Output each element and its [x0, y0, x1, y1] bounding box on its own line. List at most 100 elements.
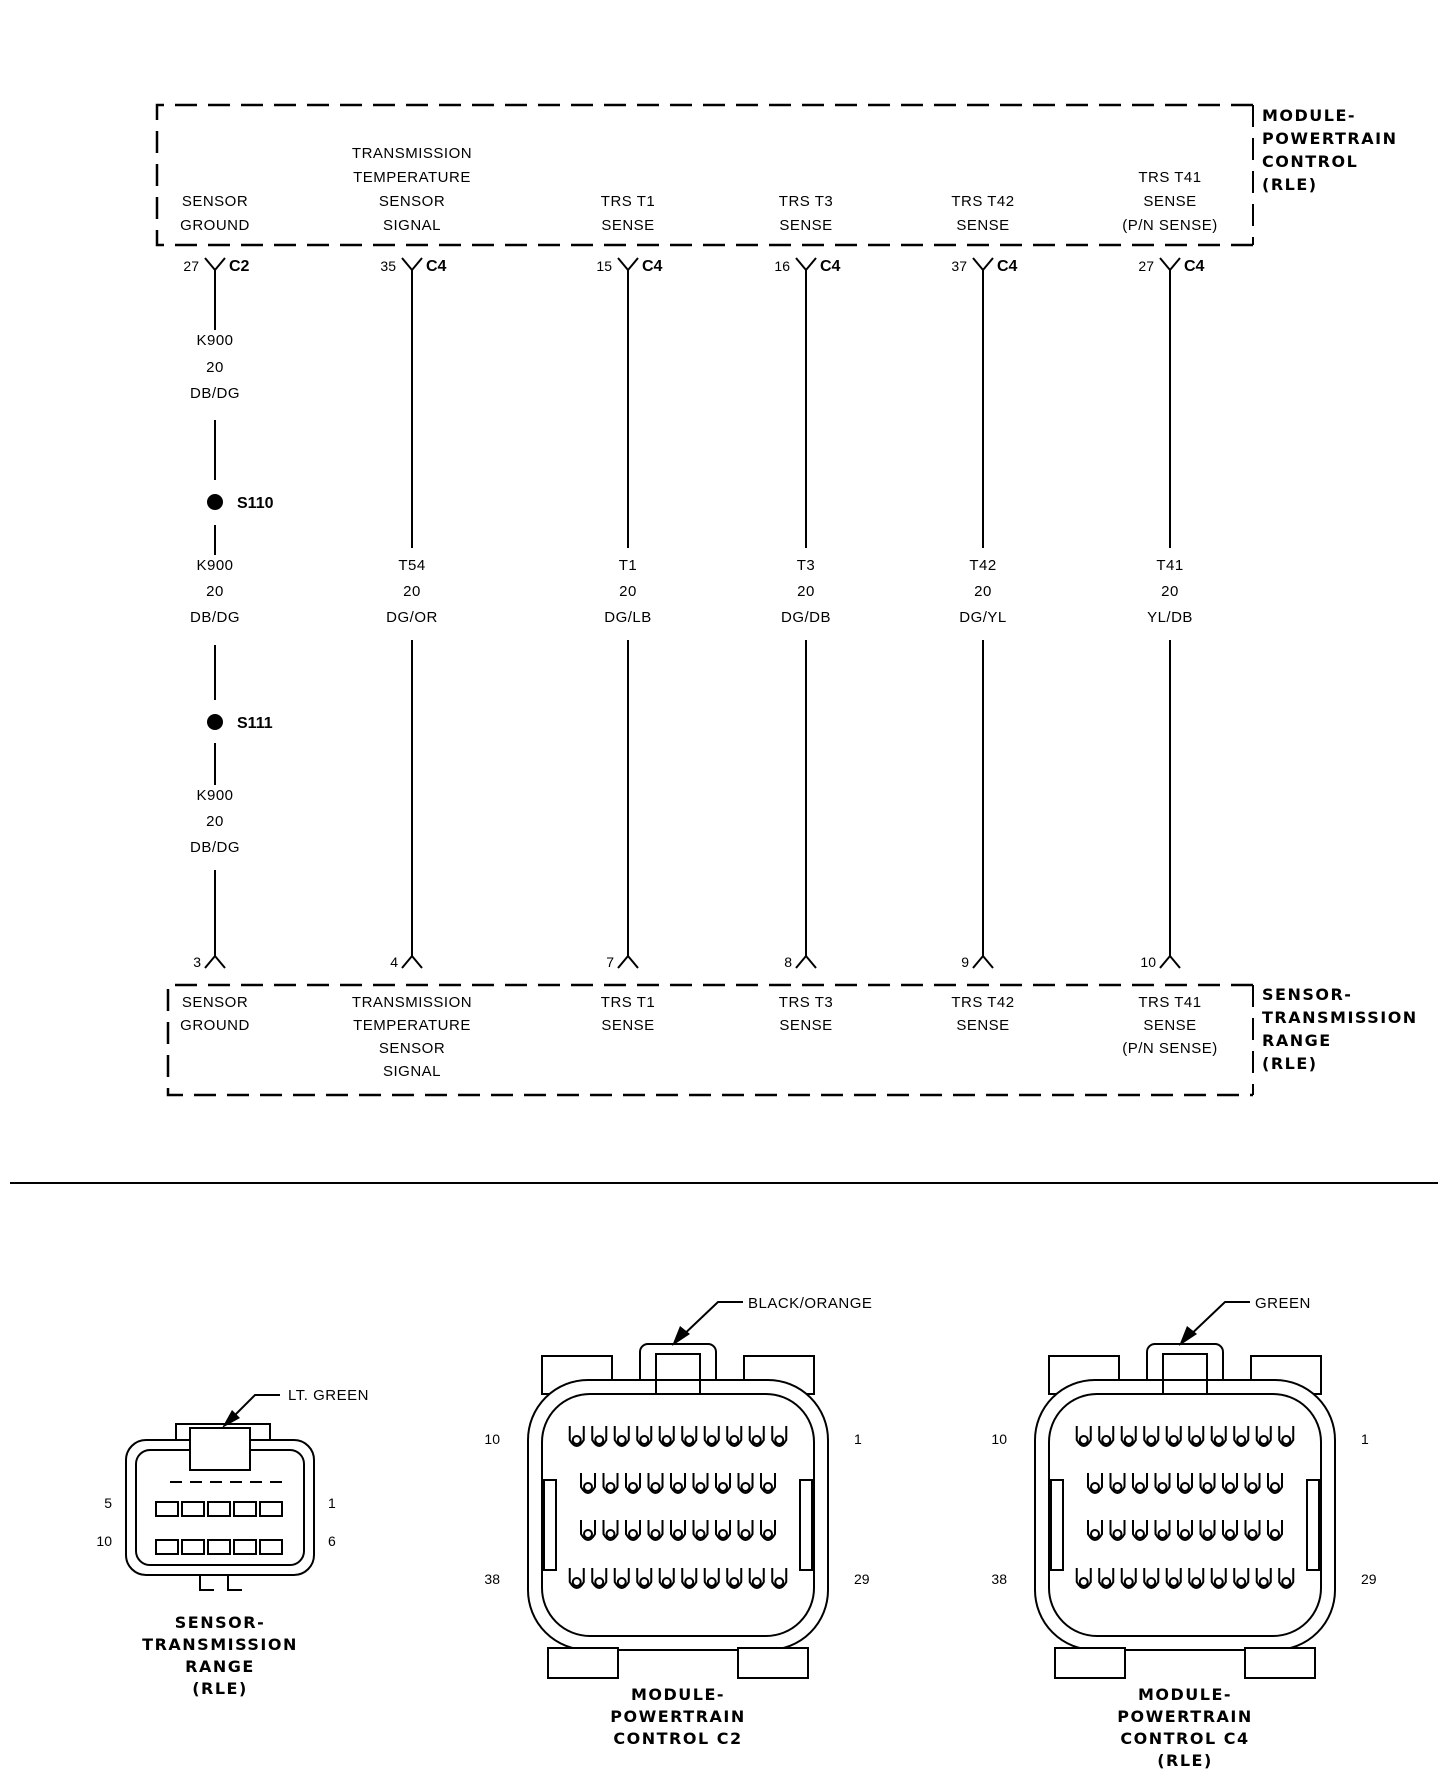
pcm-pin-number: 27	[183, 258, 199, 274]
trs-module-label: SENSOR-	[1262, 985, 1352, 1004]
pcm-pin-number: 15	[596, 258, 612, 274]
wire-gauge: 20	[797, 583, 815, 600]
pin-number: 1	[328, 1495, 336, 1511]
connector-key	[199, 1575, 242, 1591]
wire-color: DB/DG	[190, 609, 240, 626]
connector-cavity	[1210, 1426, 1227, 1447]
cavity-terminal	[1078, 1435, 1089, 1445]
connector-cavity	[233, 1501, 257, 1517]
connector-cavity	[625, 1520, 641, 1541]
connector-guide	[1050, 1479, 1064, 1571]
pcm-connector-id: C4	[426, 258, 447, 275]
pin-number: 38	[991, 1571, 1007, 1587]
pcm-connector-id: C4	[1184, 258, 1205, 275]
trs-pin-label: SENSE	[1143, 1017, 1196, 1034]
connector-cavity	[1188, 1426, 1205, 1447]
connector-cavity	[692, 1520, 709, 1541]
cavity-terminal	[1135, 1482, 1145, 1492]
connector-cavity	[1098, 1426, 1115, 1447]
wire-color: DG/YL	[959, 609, 1007, 626]
cavity-terminal	[763, 1482, 773, 1492]
connector-terminal-symbol	[617, 954, 639, 969]
cavity-terminal	[1213, 1435, 1224, 1445]
cavity-terminal	[650, 1482, 661, 1492]
wire-circuit-id: T41	[1156, 557, 1183, 574]
cavity-terminal	[1101, 1577, 1112, 1587]
wire-circuit-id: K900	[196, 332, 233, 349]
connector-cavity	[1143, 1426, 1160, 1447]
trs-pin-label: GROUND	[180, 1017, 250, 1034]
connector-cavity	[181, 1539, 205, 1555]
connector-cavity	[670, 1473, 686, 1494]
cavity-terminal	[583, 1529, 593, 1539]
cavity-terminal	[1213, 1577, 1224, 1587]
connector-cavity	[602, 1520, 619, 1541]
cavity-terminal	[1202, 1529, 1213, 1539]
cavity-terminal	[628, 1482, 638, 1492]
cavity-terminal	[594, 1435, 605, 1445]
cavity-terminal	[706, 1435, 717, 1445]
connector-cavity	[259, 1501, 283, 1517]
cavity-terminal	[729, 1435, 740, 1445]
connector-terminal-symbol	[1159, 257, 1181, 272]
cavity-terminal	[1168, 1577, 1179, 1587]
cavity-terminal	[774, 1435, 785, 1445]
pcm-pin-label: SENSOR	[379, 193, 445, 210]
wire-gauge: 20	[403, 583, 421, 600]
connector-cavity	[613, 1426, 630, 1447]
cavity-terminal	[718, 1529, 728, 1539]
connector-terminal-symbol	[204, 954, 226, 969]
connector-cavity	[1278, 1426, 1295, 1447]
pcm-pin-label: TRS T42	[951, 193, 1014, 210]
connector-cavity	[1255, 1426, 1272, 1447]
connector-cavity	[748, 1426, 765, 1447]
connector-cavity	[1120, 1568, 1137, 1589]
cavity-terminal	[718, 1482, 728, 1492]
connector-foot	[737, 1647, 809, 1679]
connector-cavity	[580, 1473, 596, 1494]
cavity-terminal	[684, 1435, 695, 1445]
cavity-terminal	[1258, 1577, 1269, 1587]
pcm-pin-number: 35	[380, 258, 396, 274]
cavity-terminal	[571, 1577, 582, 1587]
wire-color: DB/DG	[190, 839, 240, 856]
trs-pin-label: SENSE	[956, 1017, 1009, 1034]
pcm-pin-label: SENSE	[1143, 193, 1196, 210]
wire-color: DG/OR	[386, 609, 438, 626]
cavity-terminal	[639, 1577, 650, 1587]
connector-cavity	[1132, 1520, 1148, 1541]
trs-pin-label: SIGNAL	[383, 1063, 441, 1080]
connector-title: POWERTRAIN	[1117, 1707, 1252, 1726]
wire-circuit-id: T3	[797, 557, 816, 574]
cavity-terminal	[740, 1529, 751, 1539]
connector-cavity	[1267, 1473, 1283, 1494]
pcm-pin-label: SENSE	[779, 217, 832, 234]
cavity-terminal	[1123, 1435, 1134, 1445]
connector-cavity	[737, 1473, 754, 1494]
connector-cavity	[580, 1520, 596, 1541]
connector-cavity	[737, 1520, 754, 1541]
cavity-terminal	[1236, 1577, 1247, 1587]
connector-foot	[1244, 1647, 1316, 1679]
pcm-pin-number: 16	[774, 258, 790, 274]
color-pointer	[1184, 1301, 1250, 1341]
connector-cavity	[1120, 1426, 1137, 1447]
cavity-terminal	[1146, 1435, 1157, 1445]
connector-cavity	[703, 1426, 720, 1447]
pcm-pin-label: TRS T3	[779, 193, 833, 210]
connector-lock-inner	[655, 1353, 701, 1395]
cavity-terminal	[751, 1577, 762, 1587]
trs-module-label: (RLE)	[1262, 1054, 1318, 1073]
color-pointer	[677, 1301, 743, 1341]
connector-cavity	[207, 1501, 231, 1517]
connector-cavity	[658, 1426, 675, 1447]
connector-cavity	[1098, 1568, 1115, 1589]
wire-circuit-id: T42	[969, 557, 996, 574]
cavity-terminal	[1270, 1482, 1280, 1492]
wire-gauge: 20	[974, 583, 992, 600]
cavity-terminal	[628, 1529, 638, 1539]
